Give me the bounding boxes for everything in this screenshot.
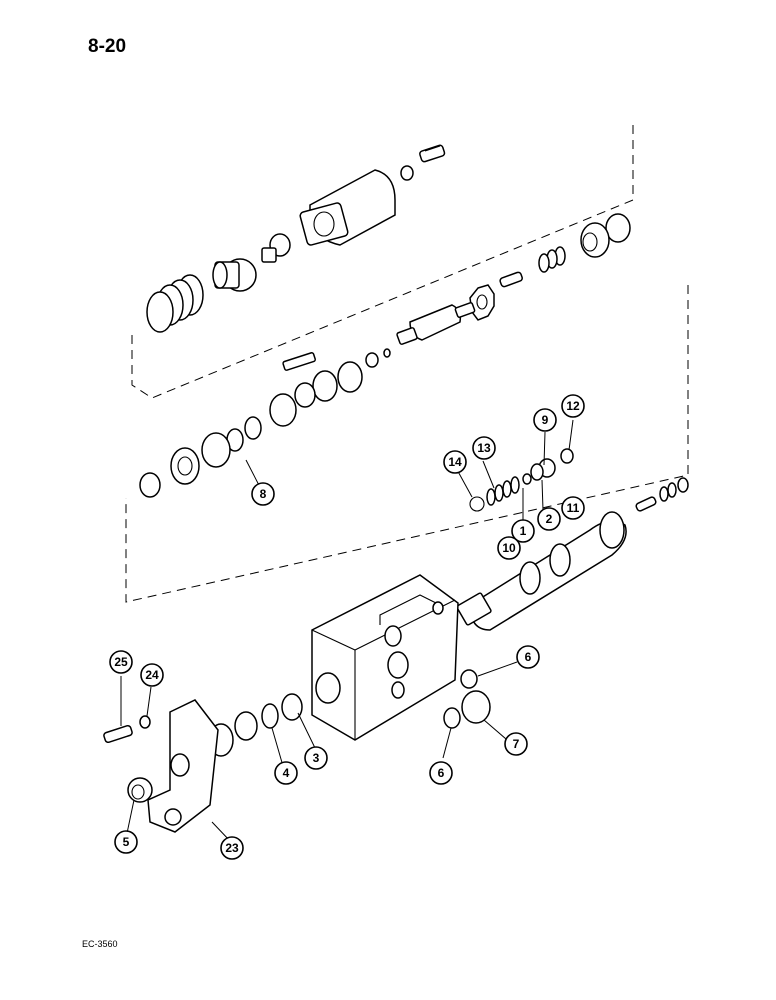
star-washer	[469, 284, 495, 321]
callout-6-upper: 6	[516, 645, 540, 669]
leader-lines	[120, 419, 574, 843]
svg-text:7: 7	[513, 737, 520, 751]
svg-text:24: 24	[145, 668, 159, 682]
svg-text:4: 4	[283, 766, 290, 780]
figure-code: EC-3560	[82, 939, 118, 949]
washer-small-a	[383, 348, 391, 358]
svg-text:2: 2	[546, 512, 553, 526]
small-spring-top	[538, 246, 566, 273]
callout-24: 24	[140, 663, 164, 687]
upper-dashed-outline	[131, 125, 634, 399]
detent-spring	[486, 476, 520, 506]
svg-text:14: 14	[448, 455, 462, 469]
callout-14: 14	[443, 450, 467, 474]
bracket	[127, 699, 219, 833]
callout-5: 5	[114, 830, 138, 854]
detent-ball	[469, 496, 485, 512]
callout-13: 13	[472, 436, 496, 460]
valve-body	[311, 574, 459, 741]
callout-12: 12	[561, 394, 585, 418]
detent-ring	[560, 448, 574, 464]
svg-text:6: 6	[525, 650, 532, 664]
callout-1: 1	[511, 519, 535, 543]
svg-text:12: 12	[566, 399, 580, 413]
seal-stack-lower	[208, 693, 303, 757]
key-bar	[282, 352, 316, 371]
detent-washer	[522, 473, 532, 485]
callout-4: 4	[274, 761, 298, 785]
o-ring-6b	[443, 707, 461, 729]
callout-25: 25	[109, 650, 133, 674]
washer-small-b	[365, 352, 379, 368]
callout-2: 2	[537, 507, 561, 531]
cover-cylinder	[299, 169, 396, 246]
end-cap-right	[580, 213, 631, 258]
adapter-top	[261, 233, 291, 263]
callout-3: 3	[304, 746, 328, 770]
spool-fitting	[396, 302, 476, 345]
svg-text:1: 1	[520, 524, 527, 538]
bolt-top	[419, 144, 446, 163]
callout-23: 23	[220, 836, 244, 860]
spool-end-parts	[635, 477, 689, 512]
spring-cup	[212, 258, 257, 292]
svg-text:25: 25	[114, 655, 128, 669]
washer-top	[400, 165, 414, 181]
svg-text:13: 13	[477, 441, 491, 455]
large-spring	[146, 274, 204, 333]
callout-8: 8	[251, 482, 275, 506]
svg-text:8: 8	[260, 487, 267, 501]
bolt-bottom	[103, 724, 133, 744]
callout-11: 11	[561, 496, 585, 520]
spool	[456, 511, 627, 631]
callout-7: 7	[504, 732, 528, 756]
o-ring-6a	[460, 669, 478, 689]
svg-text:11: 11	[567, 501, 580, 515]
pin-top	[499, 271, 523, 288]
svg-text:9: 9	[542, 413, 549, 427]
detent-sleeve	[530, 458, 556, 481]
svg-text:3: 3	[313, 751, 320, 765]
lower-dashed-outline	[125, 285, 689, 603]
svg-text:6: 6	[438, 766, 445, 780]
o-ring-7	[461, 690, 491, 724]
callout-9: 9	[533, 408, 557, 432]
washer-bottom	[139, 715, 151, 729]
svg-text:23: 23	[225, 841, 239, 855]
svg-text:10: 10	[502, 541, 516, 555]
page-number: 8-20	[88, 36, 127, 57]
callout-6-lower: 6	[429, 761, 453, 785]
seal-stack-upper	[139, 361, 363, 498]
svg-text:5: 5	[123, 835, 130, 849]
callout-10: 10	[497, 536, 521, 560]
